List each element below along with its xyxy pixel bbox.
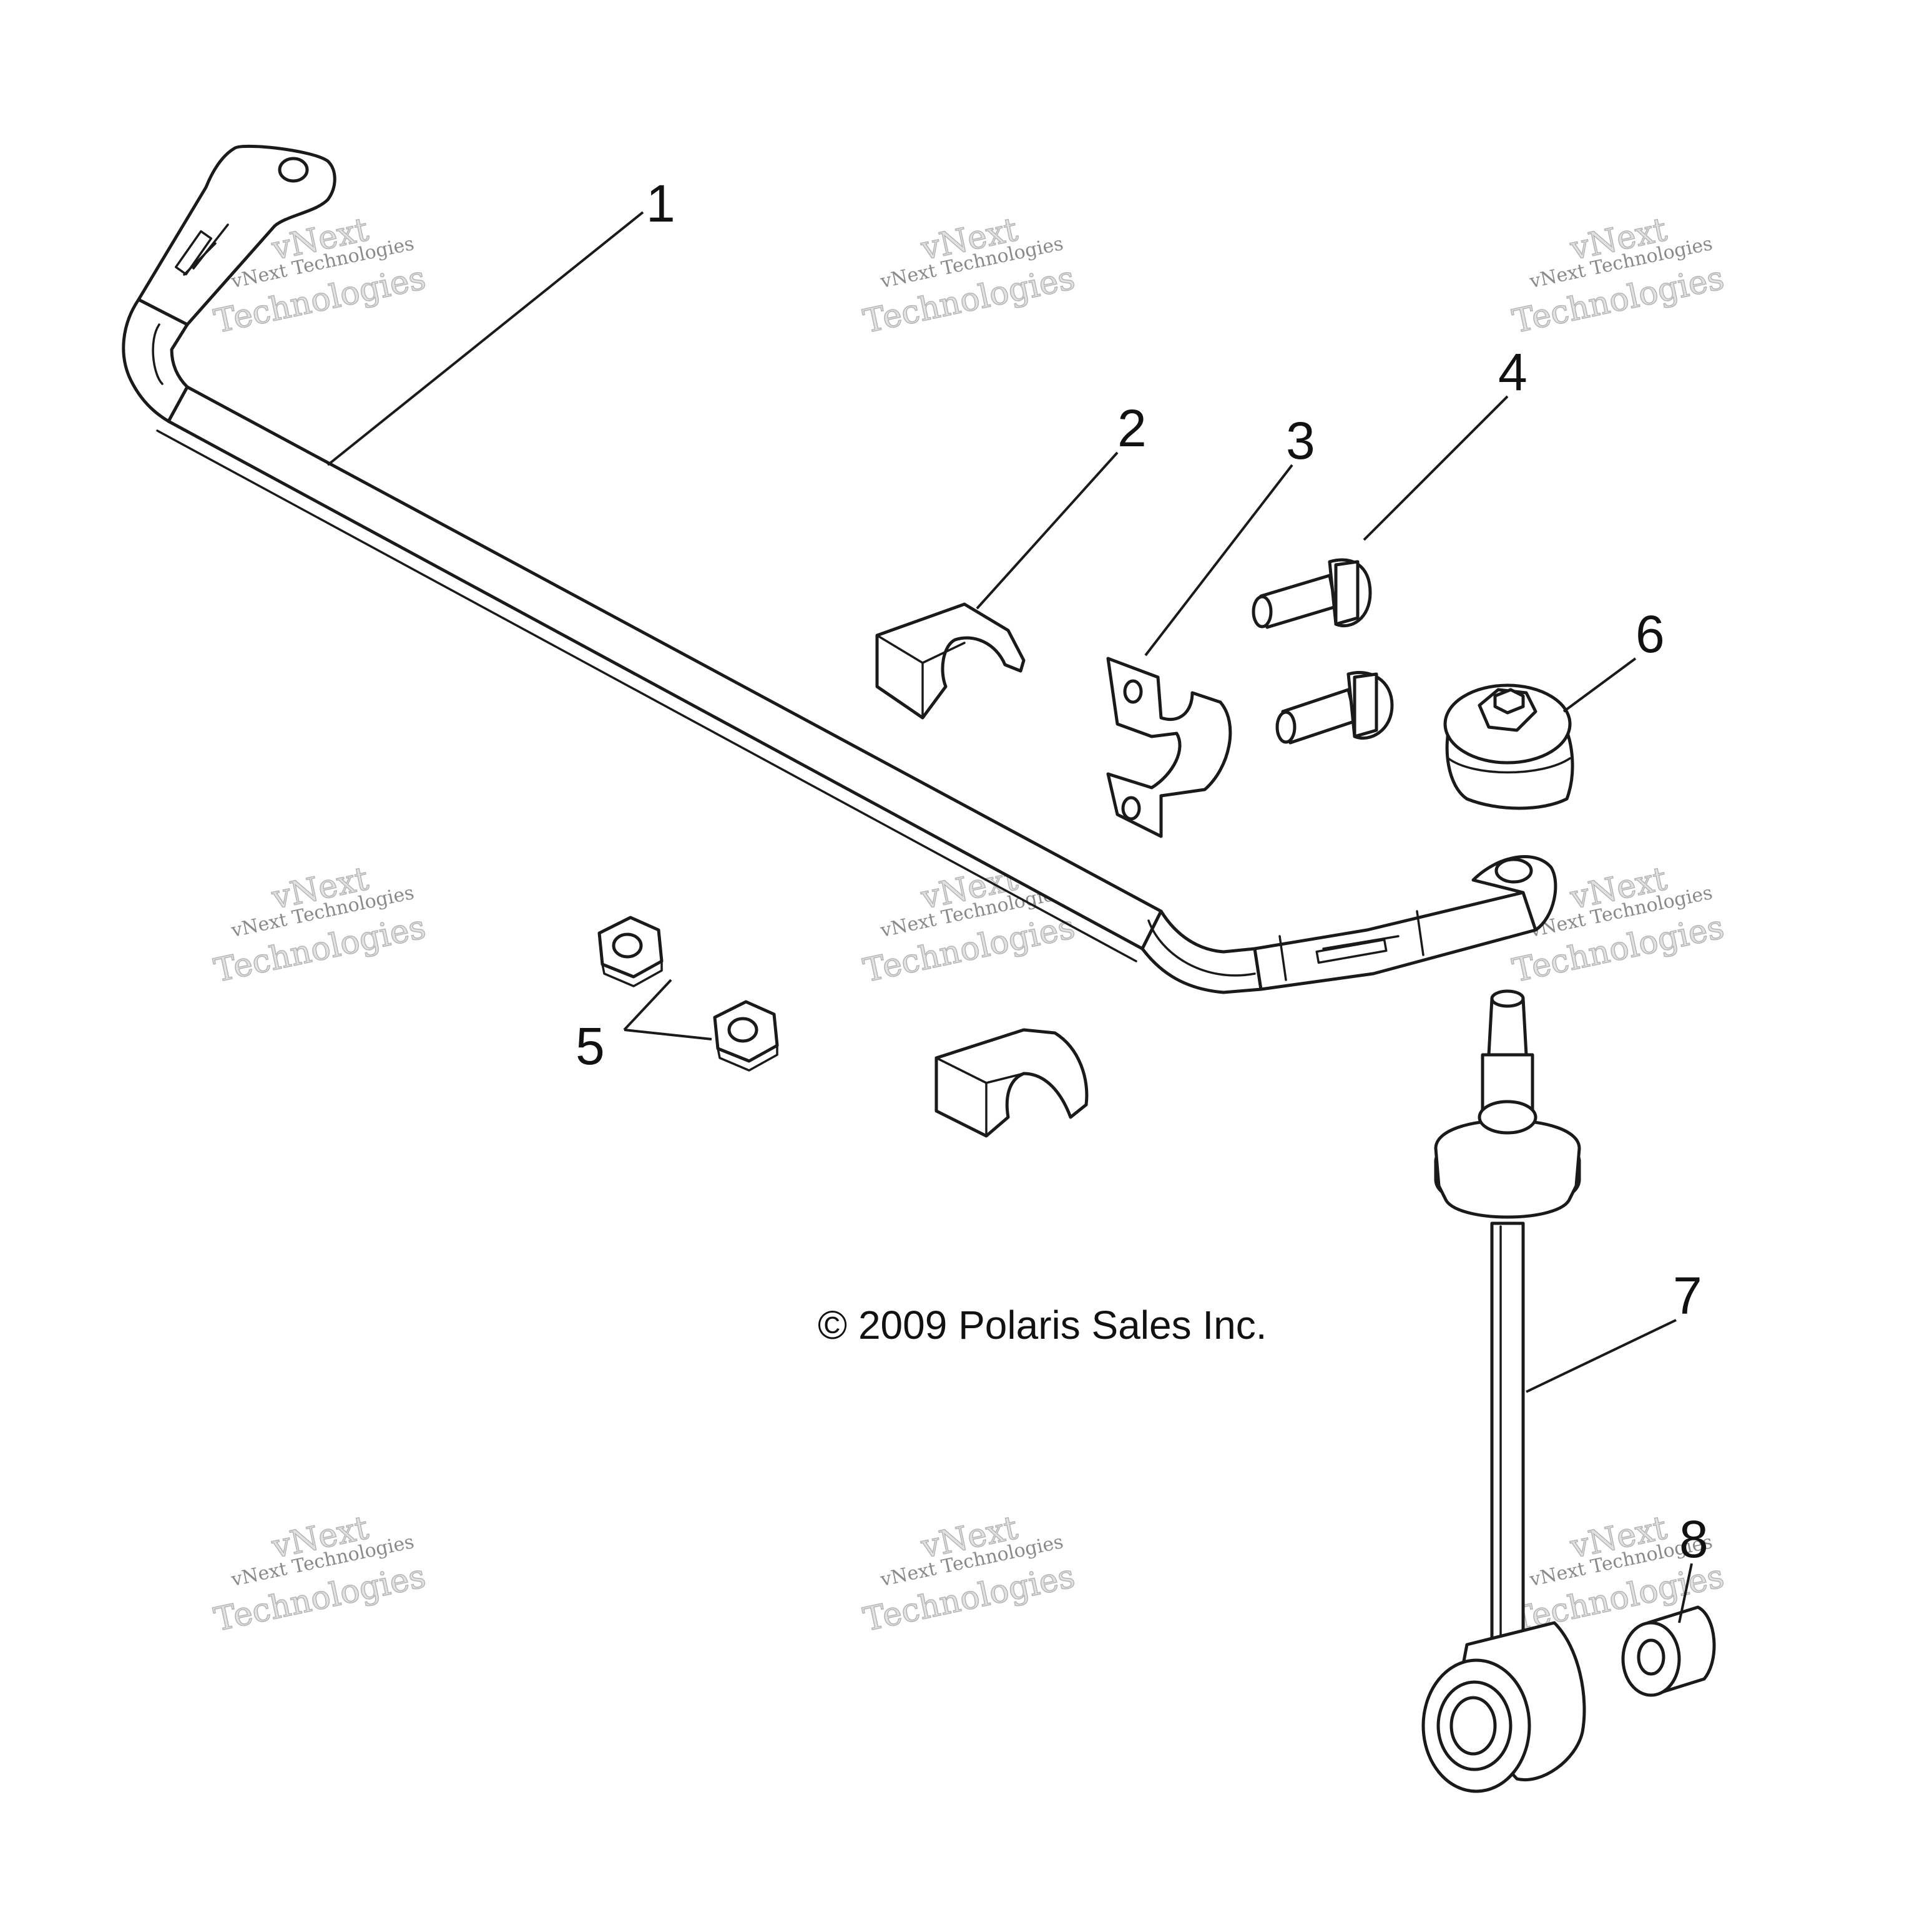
leader-lines (326, 211, 1693, 1623)
leader-5a (623, 979, 672, 1031)
leader-7 (1526, 1319, 1677, 1393)
leader-6 (1562, 657, 1637, 713)
callout-1: 1 (646, 174, 675, 233)
callout-3: 3 (1286, 411, 1315, 470)
flange-nut-upper (597, 916, 664, 987)
callout-5: 5 (576, 1017, 605, 1075)
callout-4: 4 (1498, 343, 1527, 401)
link-spacer (1621, 1605, 1716, 1697)
callout-7: 7 (1673, 1266, 1702, 1325)
leader-5b (624, 1029, 712, 1040)
callout-2: 2 (1117, 399, 1147, 457)
copyright-notice: © 2009 Polaris Sales Inc. (818, 1303, 1267, 1348)
leader-3 (1144, 464, 1293, 657)
stabilizer-bar (122, 144, 1557, 994)
flange-nut-lower (713, 1000, 779, 1072)
callout-6: 6 (1635, 605, 1665, 663)
leader-4 (1363, 395, 1509, 541)
bracket-bolt-lower (1275, 670, 1394, 745)
callout-numbers: 1 2 3 4 5 6 7 8 (576, 174, 1709, 1568)
bar-bushing-upper (875, 602, 1026, 720)
leader-8 (1678, 1563, 1693, 1623)
leader-2 (976, 451, 1119, 610)
leader-1 (326, 211, 644, 466)
end-link (1421, 989, 1586, 1793)
bracket-bolt-upper (1252, 558, 1372, 629)
bar-bushing-lower (934, 1028, 1089, 1138)
bushing-bracket (1106, 657, 1232, 838)
link-bushing-cap (1443, 683, 1574, 810)
callout-8: 8 (1679, 1510, 1709, 1568)
